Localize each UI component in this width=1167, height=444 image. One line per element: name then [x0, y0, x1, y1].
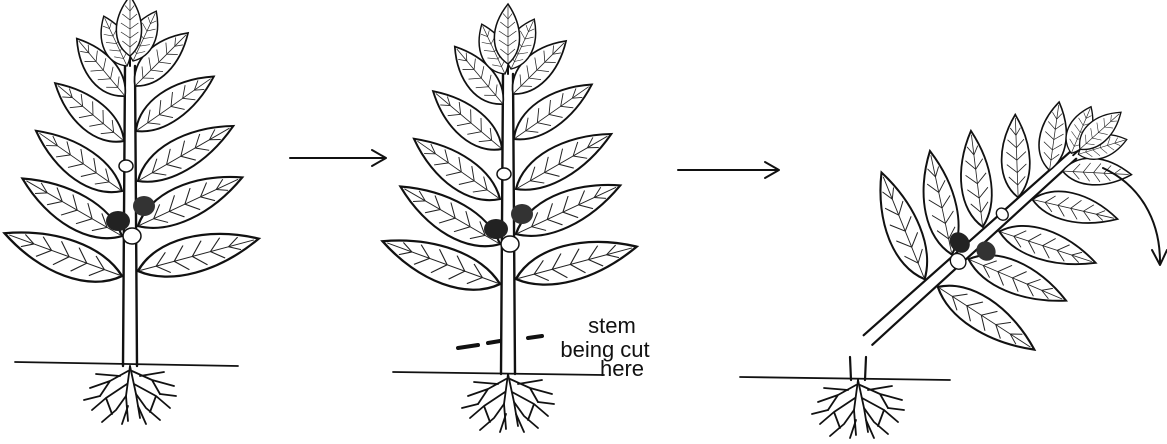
ground-line-1	[15, 362, 238, 366]
arrow-1	[290, 150, 386, 166]
cut-annotation: stem being cut here	[560, 313, 649, 381]
annotation-line-3: here	[600, 356, 644, 381]
plant-3-roots	[812, 380, 904, 438]
ground-line-2	[393, 372, 604, 375]
plant-3	[740, 22, 1167, 438]
plant-1-roots	[84, 366, 176, 424]
stump	[850, 357, 866, 380]
plant-1	[0, 0, 263, 424]
ground-line-3	[740, 377, 950, 380]
plant-1-shoot	[0, 0, 263, 366]
plant-3-shoot	[787, 22, 1167, 431]
plant-2-roots	[462, 374, 554, 432]
annotation-line-1: stem	[588, 313, 636, 338]
arrow-2	[678, 162, 779, 178]
